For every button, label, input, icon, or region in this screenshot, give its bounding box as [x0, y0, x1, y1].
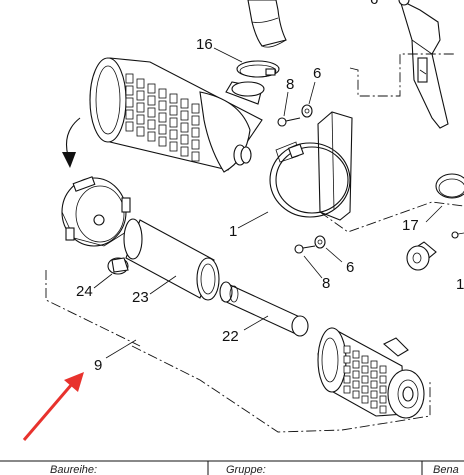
- title-block: Baureihe: Gruppe: Bena: [0, 460, 464, 475]
- callout-17: 17: [402, 217, 419, 234]
- small-bolt-right: [451, 231, 464, 239]
- washer-upper: [301, 104, 313, 118]
- callout-9: 9: [94, 357, 102, 374]
- inner-filter-element: [123, 218, 220, 301]
- rotation-arrow: [62, 117, 81, 168]
- callout-6-upper: 6: [313, 65, 321, 82]
- bolt-lower: [294, 244, 316, 254]
- header-bena: Bena: [433, 464, 459, 475]
- callout-22: 22: [222, 328, 239, 345]
- leader-lines: [93, 47, 443, 359]
- washer-lower: [314, 235, 326, 249]
- callout-23: 23: [132, 289, 149, 306]
- mounting-bracket: [317, 111, 353, 221]
- evacuator-tube: [219, 281, 309, 337]
- air-filter-housing: [89, 57, 265, 173]
- band-clamp: [269, 141, 351, 218]
- header-gruppe: Gruppe:: [226, 464, 266, 475]
- callout-16: 16: [196, 36, 213, 53]
- callout-1-right: 1: [456, 276, 464, 293]
- callout-8-lower: 8: [322, 275, 330, 292]
- hose-clamp: [236, 60, 280, 78]
- bolt-upper: [277, 117, 301, 127]
- filter-cover: [61, 176, 131, 247]
- wing-nut: [107, 257, 129, 275]
- callout-1-bracket: 1: [229, 223, 237, 240]
- callout-6-top: 6: [370, 0, 378, 8]
- callout-8-upper: 8: [286, 76, 294, 93]
- assembly-lines: [45, 53, 464, 433]
- header-baureihe: Baureihe:: [50, 464, 97, 475]
- highlight-arrow: [22, 372, 84, 441]
- callout-24: 24: [76, 283, 93, 300]
- intake-hose: [247, 0, 287, 48]
- frame-bracket: [398, 0, 449, 129]
- secondary-filter: [317, 327, 425, 419]
- spacer-sleeve: [406, 241, 437, 271]
- small-clamp: [435, 173, 464, 199]
- callout-6-lower: 6: [346, 259, 354, 276]
